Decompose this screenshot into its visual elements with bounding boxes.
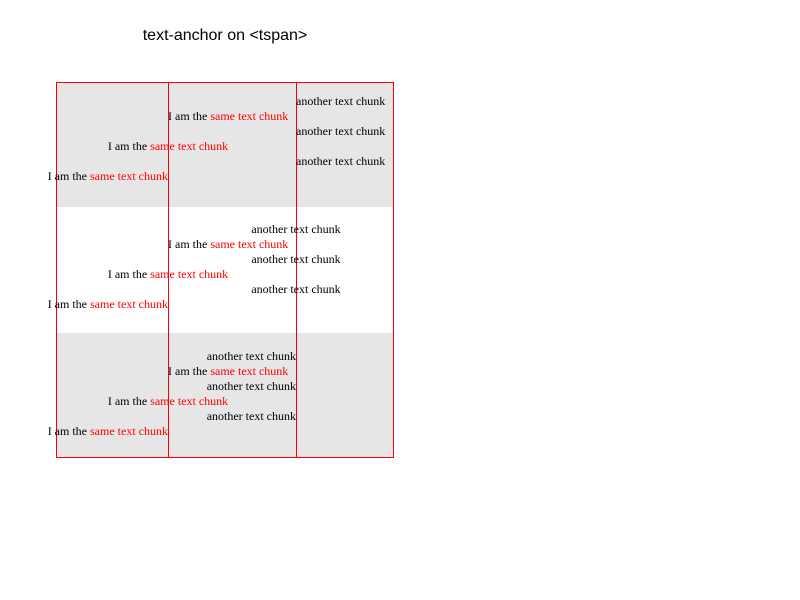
same-chunk-highlight: same text chunk: [90, 169, 168, 183]
same-chunk-prefix: I am the: [108, 394, 150, 408]
same-chunk-highlight: same text chunk: [210, 364, 288, 378]
same-chunk-highlight: same text chunk: [90, 297, 168, 311]
same-chunk: I am the same text chunk: [168, 109, 288, 123]
same-chunk: I am the same text chunk: [168, 364, 288, 378]
band-bottom: [57, 333, 393, 457]
other-chunk: another text chunk: [296, 124, 385, 138]
same-chunk: I am the same text chunk: [108, 394, 228, 408]
same-chunk-prefix: I am the: [48, 169, 90, 183]
other-chunk: another text chunk: [207, 409, 296, 423]
same-chunk-highlight: same text chunk: [210, 109, 288, 123]
outer-frame: [56, 82, 394, 458]
same-chunk-prefix: I am the: [168, 237, 210, 251]
same-chunk-prefix: I am the: [168, 109, 210, 123]
other-chunk: another text chunk: [251, 252, 340, 266]
other-chunk: another text chunk: [207, 379, 296, 393]
other-chunk: another text chunk: [296, 94, 385, 108]
other-chunk: another text chunk: [296, 154, 385, 168]
same-chunk: I am the same text chunk: [168, 237, 288, 251]
same-chunk: I am the same text chunk: [48, 169, 168, 183]
same-chunk-prefix: I am the: [48, 424, 90, 438]
same-chunk: I am the same text chunk: [48, 424, 168, 438]
same-chunk: I am the same text chunk: [108, 267, 228, 281]
same-chunk-prefix: I am the: [108, 139, 150, 153]
other-chunk: another text chunk: [251, 222, 340, 236]
band-top: [57, 83, 393, 207]
same-chunk-highlight: same text chunk: [150, 267, 228, 281]
same-chunk-highlight: same text chunk: [210, 237, 288, 251]
same-chunk-prefix: I am the: [108, 267, 150, 281]
same-chunk-highlight: same text chunk: [150, 139, 228, 153]
band-middle: [57, 207, 393, 333]
same-chunk: I am the same text chunk: [108, 139, 228, 153]
same-chunk-highlight: same text chunk: [150, 394, 228, 408]
page-title: text-anchor on <tspan>: [143, 27, 308, 44]
same-chunk-prefix: I am the: [168, 364, 210, 378]
other-chunk: another text chunk: [251, 282, 340, 296]
same-chunk: I am the same text chunk: [48, 297, 168, 311]
other-chunk: another text chunk: [207, 349, 296, 363]
same-chunk-highlight: same text chunk: [90, 424, 168, 438]
same-chunk-prefix: I am the: [48, 297, 90, 311]
